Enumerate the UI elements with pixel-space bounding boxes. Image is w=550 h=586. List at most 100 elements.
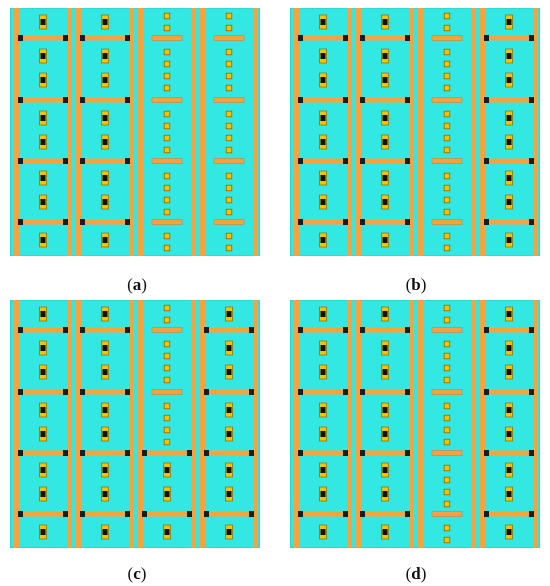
joint [298, 511, 303, 517]
dot-cell [163, 244, 171, 252]
dot-cell [163, 232, 171, 240]
vertical-rail [67, 8, 72, 256]
crossbar [81, 511, 129, 517]
joint [343, 158, 348, 164]
element-core [102, 431, 108, 437]
element-core [382, 139, 388, 145]
element-core [102, 139, 108, 145]
joint [529, 97, 534, 103]
element-core [40, 467, 46, 473]
joint [63, 327, 68, 333]
joint [18, 327, 23, 333]
dot-cell [443, 12, 451, 20]
joint [405, 327, 410, 333]
dot-cell [443, 476, 451, 484]
crossbar [205, 389, 253, 395]
element-core [382, 77, 388, 83]
element-core [40, 311, 46, 317]
element-core [40, 529, 46, 535]
element-core [382, 175, 388, 181]
vertical-rail [200, 8, 205, 256]
dot-cell [443, 464, 451, 472]
dot-cell [443, 316, 451, 324]
crossbar [485, 97, 533, 103]
joint [484, 511, 489, 517]
vertical-rail [480, 300, 485, 548]
vertical-rail [533, 300, 538, 548]
joint [63, 219, 68, 225]
vertical-rail [533, 8, 538, 256]
vertical-rail [347, 8, 352, 256]
element-core [320, 311, 326, 317]
vertical-rail [14, 300, 19, 548]
short-crossbar [431, 158, 463, 164]
short-crossbar [151, 97, 183, 103]
joint [142, 511, 147, 517]
crossbar [485, 450, 533, 456]
joint [204, 511, 209, 517]
dot-cell [443, 426, 451, 434]
element-core [382, 199, 388, 205]
dot-cell [163, 376, 171, 384]
dot-cell [443, 500, 451, 508]
crossbar [205, 450, 253, 456]
short-crossbar [151, 327, 183, 333]
dot-cell [443, 48, 451, 56]
element-core [382, 529, 388, 535]
dot-cell [225, 196, 233, 204]
crossbar [299, 35, 347, 41]
dot-cell [225, 12, 233, 20]
crossbar [81, 219, 129, 225]
caption-c: (c) [127, 564, 147, 583]
joint [80, 327, 85, 333]
joint [484, 327, 489, 333]
short-crossbar [151, 219, 183, 225]
dot-cell [225, 208, 233, 216]
element-core [164, 491, 170, 497]
dot-cell [443, 110, 451, 118]
dot-cell [443, 122, 451, 130]
joint [529, 158, 534, 164]
crossbar [361, 35, 409, 41]
vertical-rail [294, 8, 299, 256]
joint [18, 158, 23, 164]
vertical-rail [356, 300, 361, 548]
dot-cell [163, 12, 171, 20]
dot-cell [443, 172, 451, 180]
joint [80, 35, 85, 41]
dot-cell [443, 24, 451, 32]
element-core [382, 237, 388, 243]
crossbar [361, 327, 409, 333]
element-core [40, 345, 46, 351]
joint [484, 35, 489, 41]
joint [484, 158, 489, 164]
joint [360, 35, 365, 41]
element-core [226, 529, 232, 535]
joint [343, 450, 348, 456]
short-crossbar [151, 158, 183, 164]
vertical-rail [138, 300, 143, 548]
element-core [102, 467, 108, 473]
dot-cell [163, 72, 171, 80]
joint [529, 450, 534, 456]
element-core [320, 529, 326, 535]
vertical-rail [129, 300, 134, 548]
array-diagram-b [290, 8, 540, 256]
joint [343, 35, 348, 41]
element-core [102, 529, 108, 535]
crossbar [205, 511, 253, 517]
joint [360, 450, 365, 456]
element-core [320, 431, 326, 437]
element-core [40, 407, 46, 413]
panel-a [10, 8, 260, 256]
dot-cell [163, 184, 171, 192]
dot-cell [225, 24, 233, 32]
element-core [320, 199, 326, 205]
element-core [40, 53, 46, 59]
element-core [506, 115, 512, 121]
element-core [382, 467, 388, 473]
joint [187, 450, 192, 456]
joint [125, 97, 130, 103]
crossbar [19, 158, 67, 164]
crossbar [299, 389, 347, 395]
